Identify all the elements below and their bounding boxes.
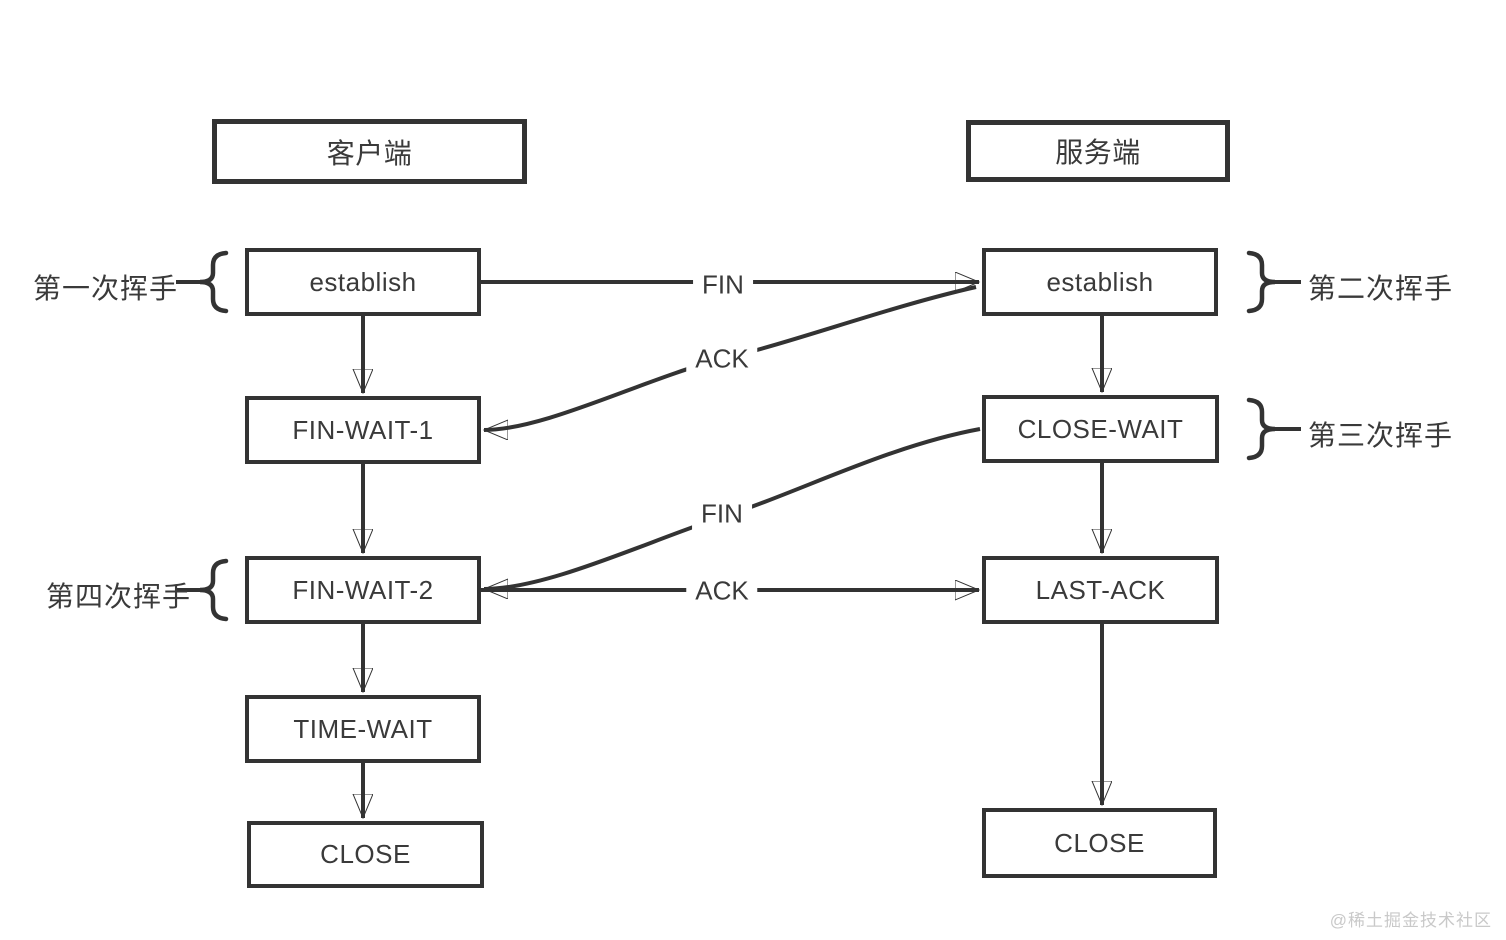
- watermark: @稀土掘金技术社区: [1329, 911, 1492, 930]
- node-server-establish: establish: [982, 248, 1218, 316]
- fin-label-third-wave: FIN: [692, 496, 752, 532]
- server-close-label: CLOSE: [1054, 827, 1145, 858]
- client-close-label: CLOSE: [320, 839, 411, 869]
- fin-wait-2-label: FIN-WAIT-2: [292, 574, 434, 605]
- fin-wait-1-label: FIN-WAIT-1: [292, 414, 434, 445]
- node-fin-wait-2: FIN-WAIT-2: [245, 556, 481, 624]
- node-fin-wait-1: FIN-WAIT-1: [245, 396, 481, 464]
- server-establish-label: establish: [1046, 266, 1154, 297]
- node-server-header: 服务端: [966, 120, 1230, 182]
- brace-second-wave: [1246, 250, 1276, 314]
- client-establish-label: establish: [309, 266, 417, 297]
- node-close-wait: CLOSE-WAIT: [982, 395, 1219, 463]
- node-time-wait: TIME-WAIT: [245, 695, 481, 763]
- node-client-header: 客户端: [212, 119, 527, 184]
- time-wait-label: TIME-WAIT: [293, 713, 433, 744]
- annotation-first-wave: 第一次挥手: [33, 273, 179, 304]
- annotation-fourth-wave: 第四次挥手: [46, 581, 192, 612]
- node-last-ack: LAST-ACK: [982, 556, 1219, 624]
- client-header-label: 客户端: [326, 137, 413, 169]
- annotation-second-wave: 第二次挥手: [1308, 273, 1454, 304]
- node-client-establish: establish: [245, 248, 481, 316]
- ack-label-fourth-wave: ACK: [686, 573, 758, 609]
- node-server-close: CLOSE: [982, 808, 1217, 878]
- last-ack-label: LAST-ACK: [1035, 574, 1166, 605]
- annotation-third-wave: 第三次挥手: [1308, 420, 1454, 451]
- brace-third-wave: [1246, 397, 1276, 461]
- node-client-close: CLOSE: [247, 821, 484, 888]
- brace-fourth-wave: [199, 558, 229, 622]
- ack-label-second-wave: ACK: [686, 341, 758, 377]
- close-wait-label: CLOSE-WAIT: [1017, 413, 1184, 444]
- brace-first-wave: [199, 250, 229, 314]
- server-header-label: 服务端: [1055, 137, 1141, 168]
- fin-label-first-wave: FIN: [693, 267, 753, 303]
